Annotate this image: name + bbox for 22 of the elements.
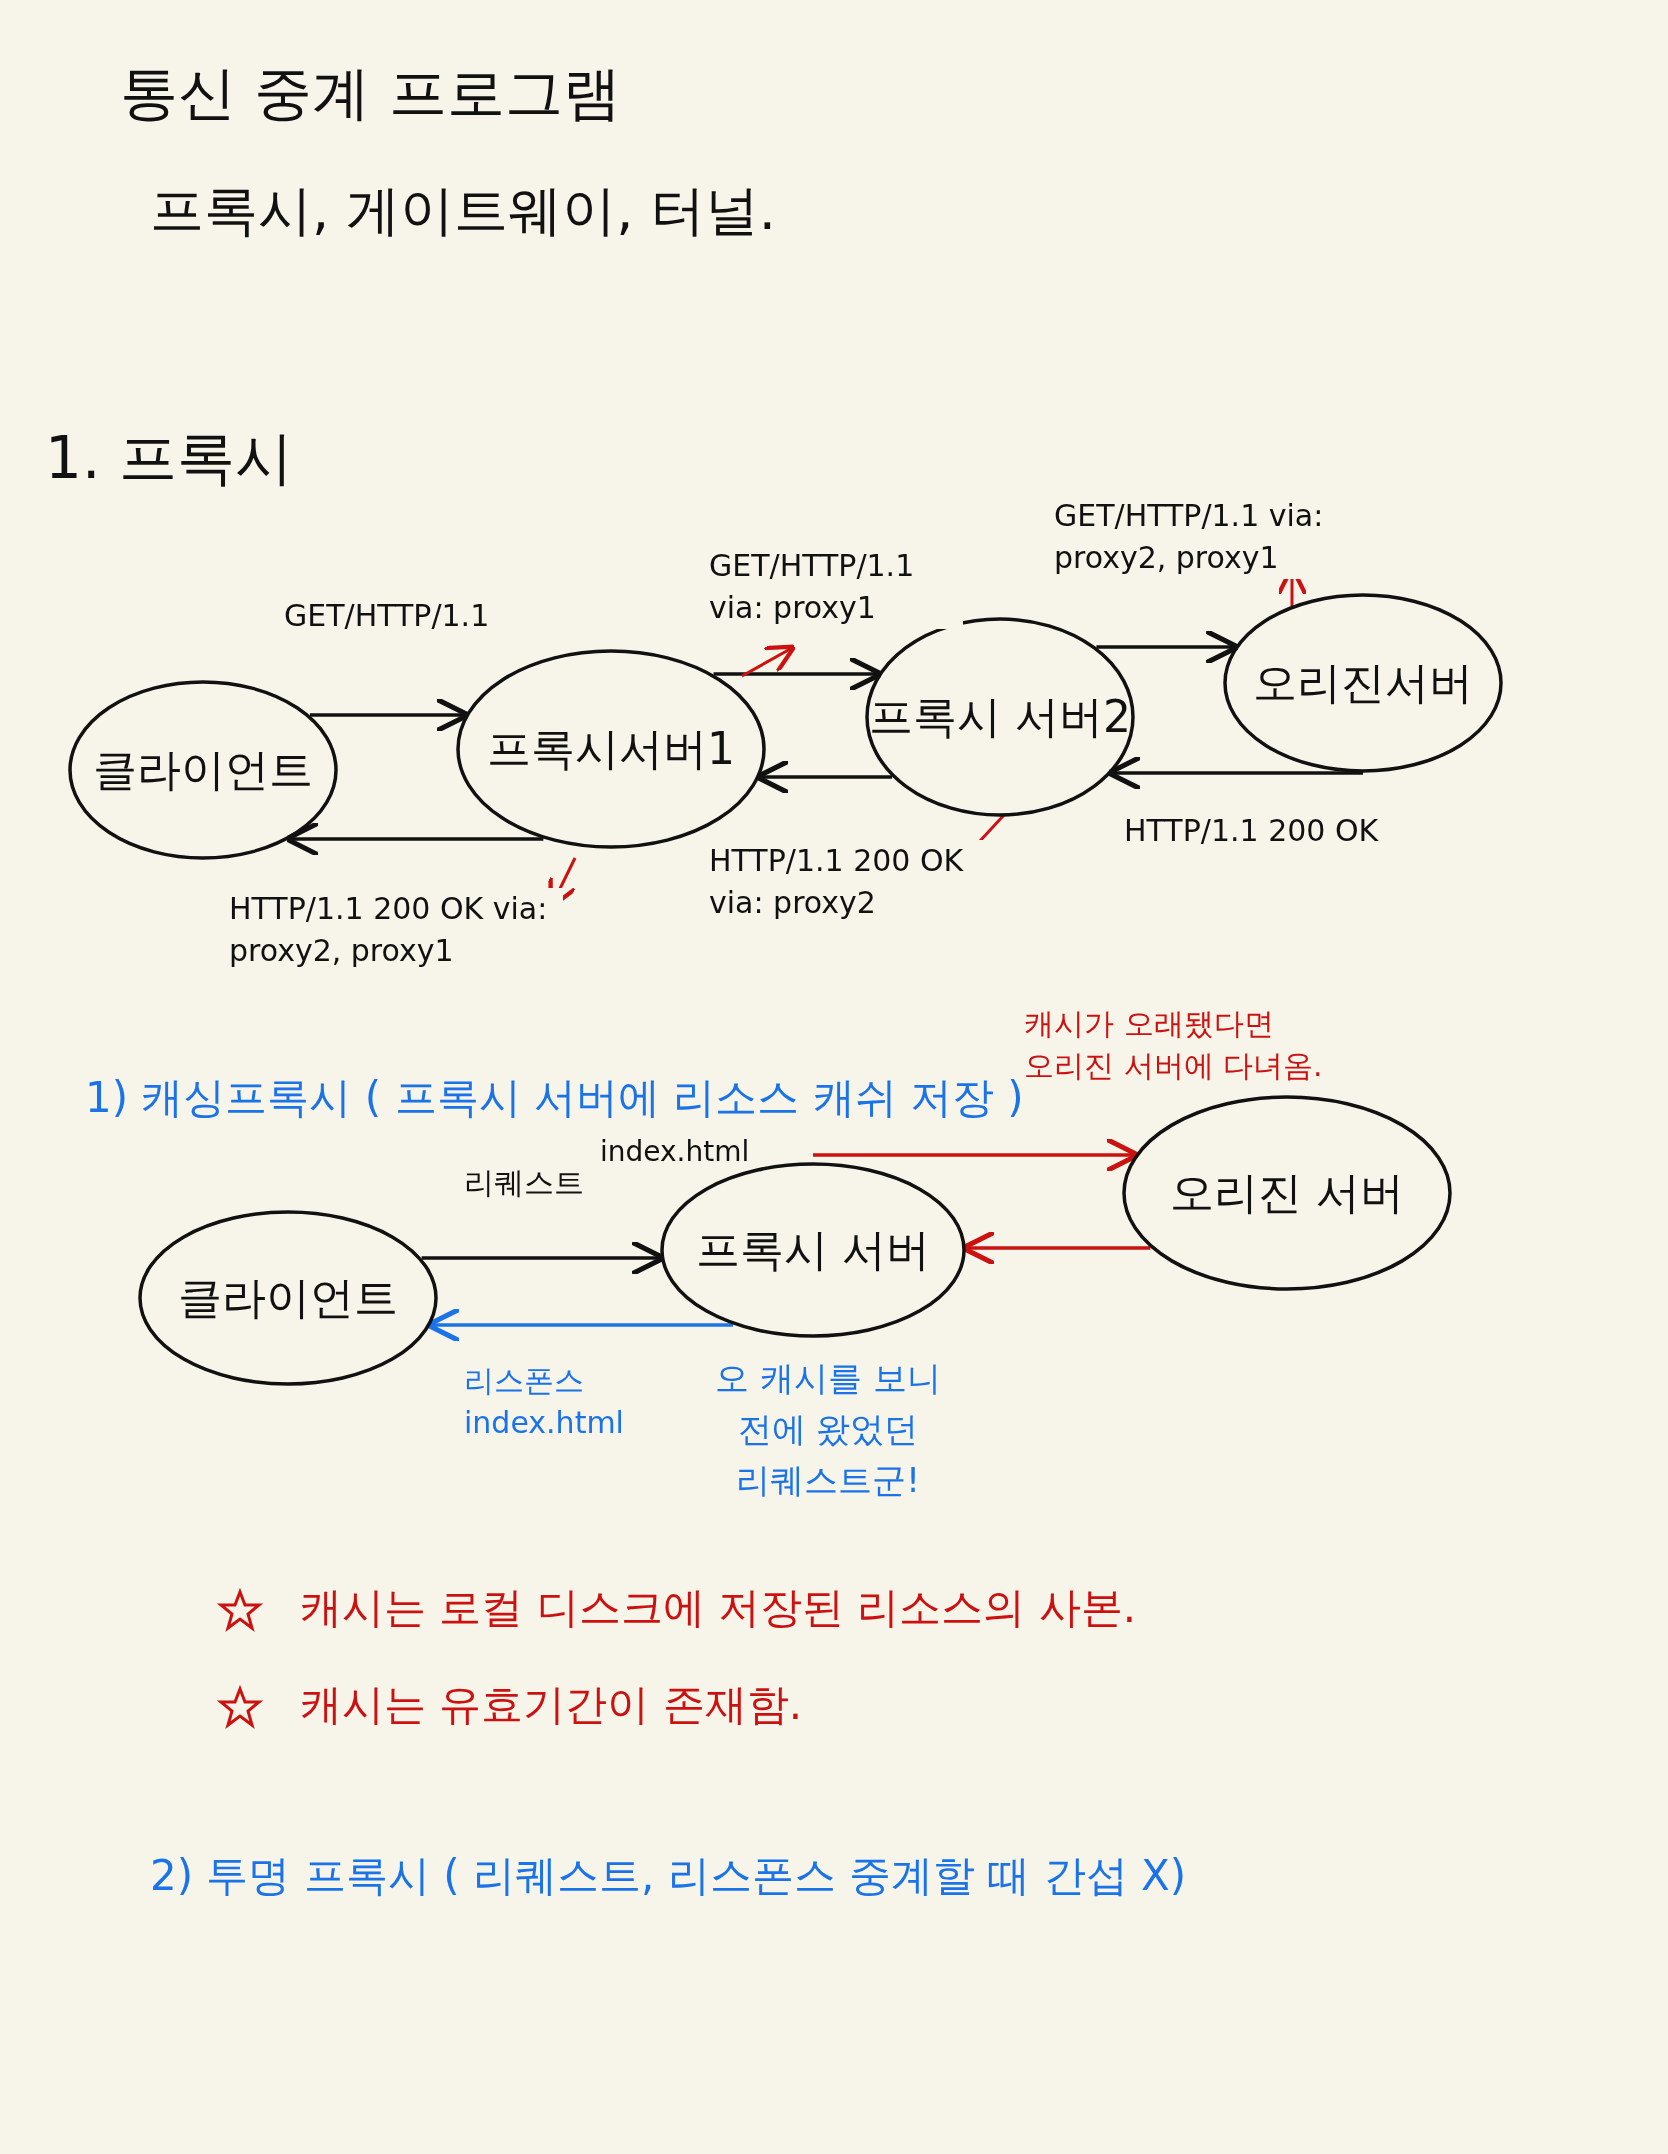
ellipse-node [138, 1210, 438, 1386]
title: 통신 중계 프로그램 [120, 58, 621, 129]
arrow [284, 820, 544, 858]
node-label: 클라이언트 [178, 1270, 398, 1325]
subtitle: 프록시, 게이트웨이, 터널. [150, 178, 776, 244]
node-label: 프록시 서버2 [869, 689, 1131, 744]
note-text: 오 캐시를 보니 전에 왔었던 리퀘스트군! [714, 1357, 942, 1502]
ellipse-node [1223, 593, 1503, 773]
ellipse-node [1122, 1095, 1452, 1291]
node-label: 클라이언트 [93, 742, 313, 797]
arrow [1106, 754, 1363, 792]
node-label: 프록시서버1 [487, 721, 735, 776]
note-text: 캐시는 로컬 디스크에 저장된 리소스의 사본. [300, 1582, 1137, 1634]
ellipse-node [68, 680, 338, 860]
note-text: 캐시는 유효기간이 존재함. [300, 1679, 803, 1731]
ellipse-node [660, 1162, 966, 1338]
node-label: 프록시 서버 [696, 1222, 930, 1277]
section-heading: 2) 투명 프록시 ( 리퀘스트, 리스폰스 중계할 때 간섭 X) [150, 1850, 1187, 1902]
section-heading: 1. 프록시 [45, 423, 293, 494]
node-label: 오리진서버 [1253, 655, 1473, 710]
node-label: 오리진 서버 [1170, 1165, 1404, 1220]
ellipse-node [456, 649, 766, 849]
